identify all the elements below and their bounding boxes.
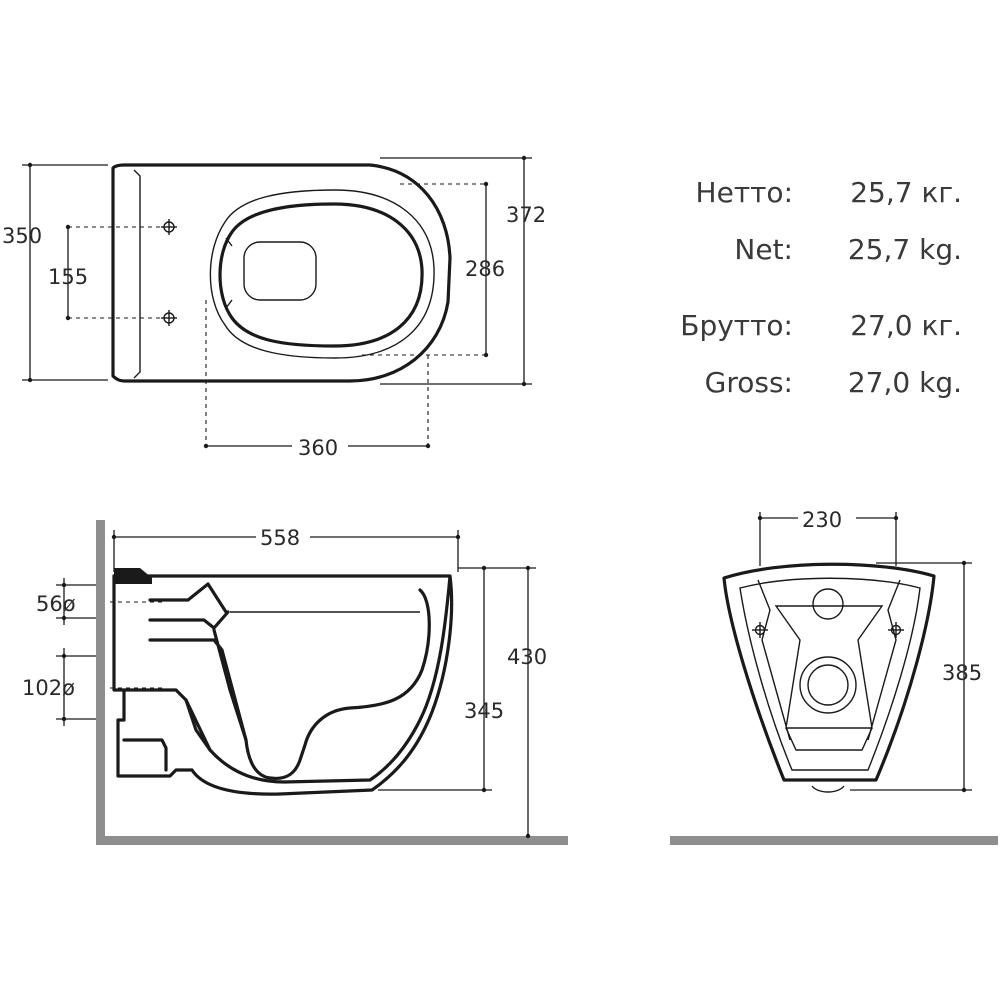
back-view-floor: [670, 836, 998, 845]
back-view-mounting-hole-left: [752, 622, 768, 638]
top-view-mounting-hole-lower: [161, 310, 177, 326]
dimension-360: 360: [203, 434, 431, 460]
gross-weight-en-label: Gross:: [705, 366, 793, 399]
dimension-558: 558: [111, 524, 461, 572]
dimension-155-label: 155: [48, 265, 88, 289]
dimension-155: 155: [48, 224, 88, 321]
back-view-center-frame: [774, 605, 884, 729]
top-view-mounting-hole-upper: [161, 219, 177, 235]
net-weight-en-value: 25,7 kg.: [848, 233, 962, 266]
top-view-body-outline: [111, 163, 452, 383]
top-view-rim-outer: [209, 189, 435, 359]
dimension-56-label: 56ø: [36, 592, 76, 616]
dimension-430: 430: [458, 565, 547, 839]
side-view-lower-block: [122, 698, 212, 772]
net-weight-ru-label: Нетто:: [696, 176, 793, 209]
top-view-bowl-opening: [243, 241, 317, 301]
gross-weight-ru-label: Брутто:: [680, 309, 793, 342]
dimension-286-label: 286: [465, 257, 505, 281]
back-view-inner-outline: [739, 577, 921, 771]
top-view-back-plate: [133, 169, 141, 379]
dimension-345-label: 345: [464, 699, 504, 723]
side-view: 558 56ø 102ø 430: [22, 520, 568, 845]
dimension-56: 56ø: [36, 578, 96, 625]
top-view-rim-inner: [218, 202, 424, 348]
dimension-385-label: 385: [942, 661, 982, 685]
dimension-558-label: 558: [260, 526, 300, 550]
back-view: 230 385: [670, 506, 998, 845]
top-view: 350 155 372 286: [2, 155, 546, 460]
back-view-outer-outline: [722, 562, 936, 782]
dimension-350: 350: [2, 162, 108, 383]
side-view-wall: [96, 520, 105, 845]
back-view-waste-outlet-inner: [807, 664, 849, 706]
side-view-bowl-inner: [212, 588, 431, 781]
dimension-102: 102ø: [22, 648, 96, 726]
back-view-waste-outlet-outer: [799, 656, 857, 714]
net-weight-en-label: Net:: [734, 233, 793, 266]
side-view-body-outline: [112, 574, 454, 796]
dimension-350-label: 350: [2, 224, 42, 248]
dimension-372-label: 372: [506, 203, 546, 227]
back-view-water-inlet: [812, 588, 844, 620]
back-view-mounting-hole-right: [888, 622, 904, 638]
gross-weight-ru-value: 27,0 кг.: [850, 309, 962, 342]
dimension-360-label: 360: [298, 436, 338, 460]
side-view-trapway: [148, 582, 248, 742]
dimension-102-label: 102ø: [22, 676, 75, 700]
gross-weight-en-value: 27,0 kg.: [848, 366, 962, 399]
dimension-345: 345: [378, 565, 504, 793]
dimension-372: 372: [380, 155, 546, 387]
dimension-286: 286: [465, 181, 505, 358]
dimension-430-label: 430: [507, 645, 547, 669]
dimension-230: 230: [757, 506, 899, 566]
side-view-floor: [96, 836, 568, 845]
weight-specs: Нетто: 25,7 кг. Net: 25,7 kg. Брутто: 27…: [680, 176, 962, 399]
net-weight-ru-value: 25,7 кг.: [850, 176, 962, 209]
dimension-385: 385: [850, 560, 982, 793]
dimension-230-label: 230: [802, 508, 842, 532]
